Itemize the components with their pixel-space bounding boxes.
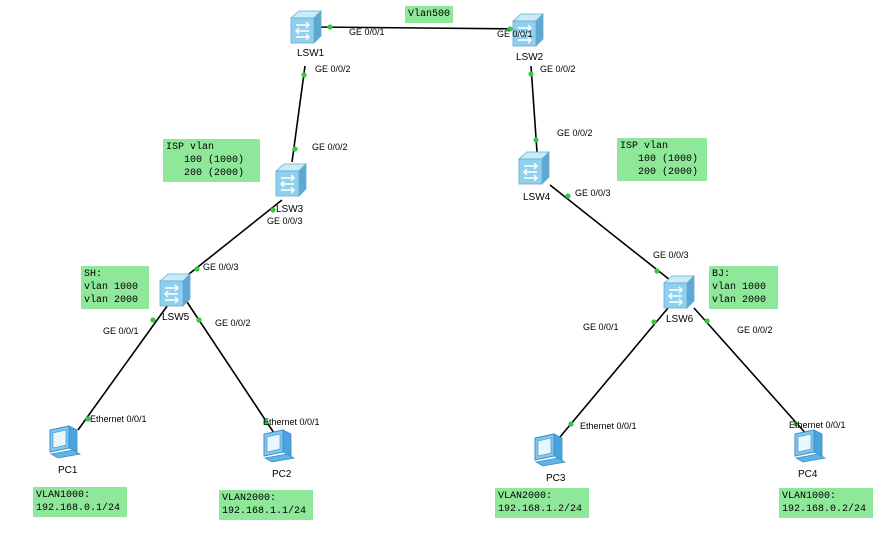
lsw1-label: LSW1 xyxy=(297,48,325,59)
link-lsw1-lsw3 xyxy=(291,65,306,163)
port-label: GE 0/0/1 xyxy=(583,322,619,332)
note-line: 192.168.0.1/24 xyxy=(36,503,121,514)
lsw2-label: LSW2 xyxy=(516,52,544,63)
switch-icon[interactable] xyxy=(518,151,550,185)
port-label: GE 0/0/3 xyxy=(575,188,611,198)
port-label: GE 0/0/2 xyxy=(312,142,348,152)
note-line: vlan 1000 xyxy=(84,282,139,293)
port-label: GE 0/0/3 xyxy=(653,250,689,260)
note-line: 200 (2000) xyxy=(166,168,245,179)
port-label: GE 0/0/2 xyxy=(557,128,593,138)
note-line: 100 (1000) xyxy=(166,155,245,166)
link-lsw6-pc3 xyxy=(559,307,669,438)
switch-icon[interactable] xyxy=(275,163,307,197)
port-label: Ethernet 0/0/1 xyxy=(263,417,320,427)
isp-vlan-note-left: ISP vlan 100 (1000) 200 (2000) xyxy=(163,139,260,182)
sh-vlan-note: SH: vlan 1000 vlan 2000 xyxy=(81,266,149,309)
link-lsw5-pc2 xyxy=(186,301,277,437)
port-label: GE 0/0/2 xyxy=(737,325,773,335)
note-line: Vlan500 xyxy=(408,9,451,20)
note-line: vlan 2000 xyxy=(84,295,139,306)
pc3-label: PC3 xyxy=(546,473,566,484)
pc2-network-note: VLAN2000: 192.168.1.1/24 xyxy=(219,490,313,520)
isp-vlan-note-right: ISP vlan 100 (1000) 200 (2000) xyxy=(617,138,707,181)
pc-icon[interactable] xyxy=(794,429,826,463)
port-label: GE 0/0/2 xyxy=(215,318,251,328)
note-line: ISP vlan xyxy=(166,142,215,153)
pc2-label: PC2 xyxy=(272,469,292,480)
note-line: 192.168.0.2/24 xyxy=(782,504,867,515)
note-line: vlan 1000 xyxy=(712,282,767,293)
port-label: GE 0/0/1 xyxy=(349,27,385,37)
port-label: GE 0/0/2 xyxy=(315,64,351,74)
lsw5-label: LSW5 xyxy=(162,312,190,323)
note-line: SH: xyxy=(84,269,103,280)
port-label: GE 0/0/3 xyxy=(267,216,303,226)
note-line: vlan 2000 xyxy=(712,295,767,306)
pc-icon[interactable] xyxy=(49,425,81,459)
pc1-network-note: VLAN1000: 192.168.0.1/24 xyxy=(33,487,127,517)
port-label: GE 0/0/3 xyxy=(203,262,239,272)
lsw3-label: LSW3 xyxy=(276,204,304,215)
port-dots xyxy=(85,24,799,427)
vlan500-note: Vlan500 xyxy=(405,6,454,23)
note-line: 100 (1000) xyxy=(620,154,699,165)
note-line: 192.168.1.2/24 xyxy=(498,504,583,515)
port-label: GE 0/0/1 xyxy=(103,326,139,336)
note-line: VLAN1000: xyxy=(782,491,837,502)
lsw6-label: LSW6 xyxy=(666,314,694,325)
link-lsw3-lsw5 xyxy=(183,199,283,279)
note-line: VLAN1000: xyxy=(36,490,91,501)
bj-vlan-note: BJ: vlan 1000 vlan 2000 xyxy=(709,266,778,309)
note-line: BJ: xyxy=(712,269,731,280)
note-line: ISP vlan xyxy=(620,141,669,152)
note-line: 192.168.1.1/24 xyxy=(222,506,307,517)
switch-icon[interactable] xyxy=(290,10,322,44)
link-lsw6-pc4 xyxy=(693,307,809,437)
port-label: Ethernet 0/0/1 xyxy=(580,421,637,431)
pc4-label: PC4 xyxy=(798,469,818,480)
port-label: GE 0/0/2 xyxy=(540,64,576,74)
link-lsw5-pc1 xyxy=(77,301,171,431)
lsw4-label: LSW4 xyxy=(523,192,551,203)
pc1-label: PC1 xyxy=(58,465,78,476)
switch-icon[interactable] xyxy=(159,273,191,307)
link-lsw4-lsw6 xyxy=(549,184,671,281)
link-lsw1-lsw2 xyxy=(315,26,529,30)
port-label: Ethernet 0/0/1 xyxy=(789,420,846,430)
pc-icon[interactable] xyxy=(534,433,566,467)
note-line: VLAN2000: xyxy=(498,491,553,502)
port-label: GE 0/0/1 xyxy=(497,29,533,39)
note-line: 200 (2000) xyxy=(620,167,699,178)
port-label: Ethernet 0/0/1 xyxy=(90,414,147,424)
note-line: VLAN2000: xyxy=(222,493,277,504)
pc-icon[interactable] xyxy=(263,429,295,463)
switch-icon[interactable] xyxy=(663,275,695,309)
pc3-network-note: VLAN2000: 192.168.1.2/24 xyxy=(495,488,589,518)
pc4-network-note: VLAN1000: 192.168.0.2/24 xyxy=(779,488,873,518)
